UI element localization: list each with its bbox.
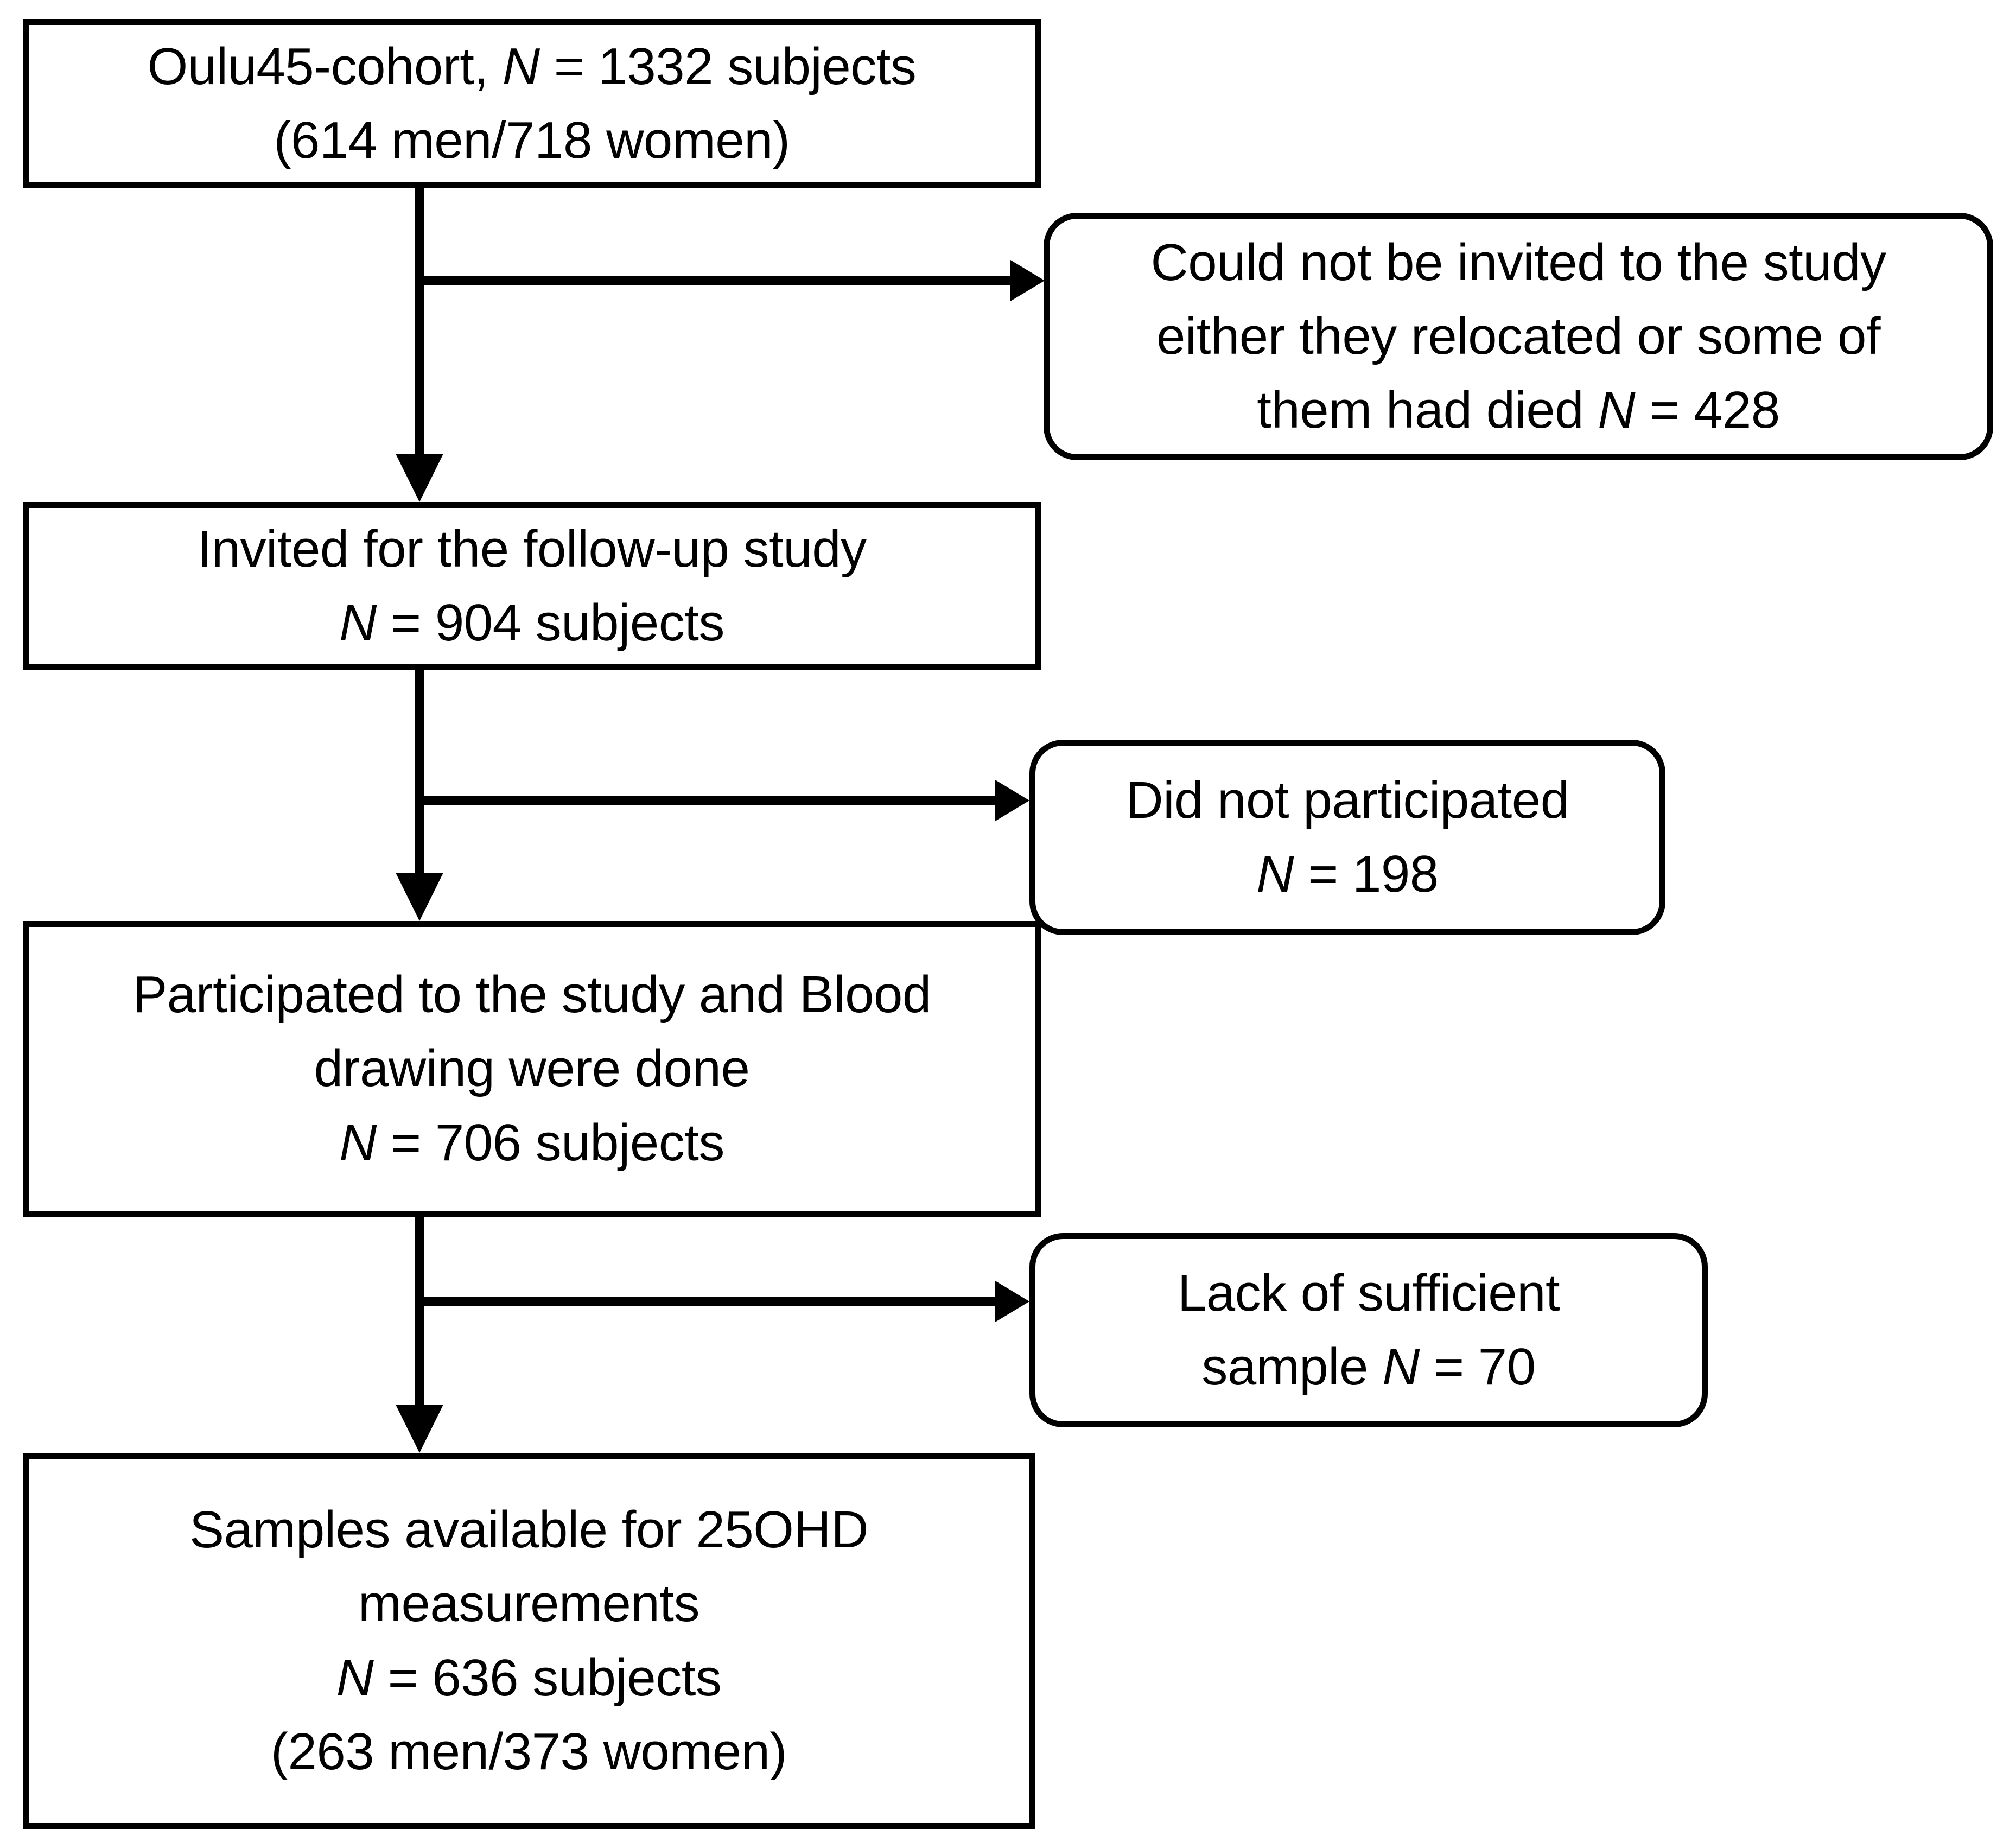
connector-participated-to-lack-sample [419,1281,1029,1322]
node-invited: Invited for the follow-up study N = 904 … [23,502,1041,670]
node-lack-sample-line-1: Lack of sufficient [1177,1263,1560,1322]
node-not-participated-line-2: N = 198 [1256,845,1439,903]
node-not-invited-line-2: either they relocated or some of [1156,307,1881,365]
node-invited-line-2: N = 904 subjects [339,594,724,652]
node-not-participated-line-1: Did not participated [1125,771,1569,829]
node-samples-line-2: measurements [358,1574,699,1633]
node-cohort-line-2: (614 men/718 women) [274,111,790,169]
node-lack-sample-line-2: sample N = 70 [1201,1338,1536,1396]
connector-cohort-to-invited [396,188,443,502]
node-participated-line-1: Participated to the study and Blood [132,966,931,1024]
connector-cohort-to-not-invited [419,260,1045,301]
connector-invited-to-participated [396,670,443,921]
node-cohort-line-1: Oulu45-cohort, N = 1332 subjects [147,37,917,96]
node-invited-line-1: Invited for the follow-up study [197,519,867,578]
node-not-invited-line-3: them had died N = 428 [1257,381,1780,440]
node-participated: Participated to the study and Blood draw… [23,921,1041,1217]
node-not-participated: Did not participated N = 198 [1029,740,1665,935]
node-samples-line-4: (263 men/373 women) [270,1722,787,1781]
node-cohort: Oulu45-cohort, N = 1332 subjects (614 me… [23,19,1041,188]
node-samples: Samples available for 25OHD measurements… [23,1453,1035,1829]
node-participated-line-3: N = 706 subjects [339,1113,724,1172]
node-lack-sample: Lack of sufficient sample N = 70 [1029,1233,1708,1427]
node-participated-line-2: drawing were done [314,1039,750,1098]
connector-participated-to-samples [396,1217,443,1453]
node-samples-line-1: Samples available for 25OHD [189,1500,869,1559]
node-not-invited: Could not be invited to the study either… [1044,213,1993,460]
node-samples-line-3: N = 636 subjects [336,1648,722,1707]
node-not-invited-line-1: Could not be invited to the study [1150,233,1886,291]
connector-invited-to-not-participated [419,780,1029,821]
